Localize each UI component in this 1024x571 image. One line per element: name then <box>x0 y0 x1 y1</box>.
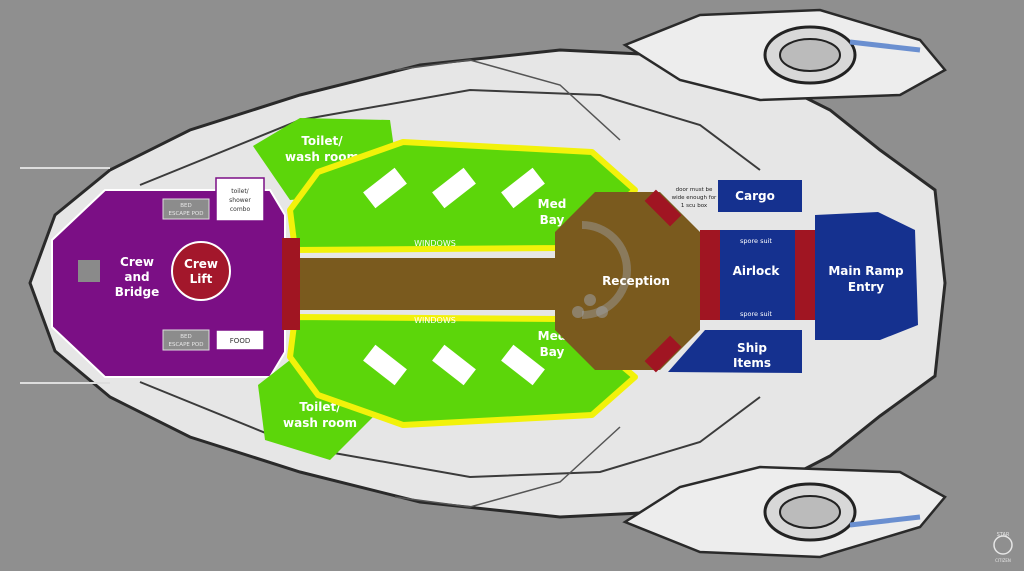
bed-top-label-2: ESCAPE POD <box>169 211 204 217</box>
toilet-top-label-1: Toilet/ <box>301 134 343 148</box>
medbay-bottom-label-2: Bay <box>540 345 565 359</box>
medbay-bottom: Med Bay WINDOWS <box>287 314 638 428</box>
toilet-shower-combo: toilet/ shower combo <box>215 177 265 222</box>
bed-escape-pod-bottom: BED ESCAPE POD <box>162 329 210 351</box>
airlock-room: spore suit Airlock spore suit <box>700 230 815 320</box>
logo-line-1: STAR <box>997 532 1010 538</box>
medbed-1 <box>363 167 407 209</box>
bridge-console <box>78 260 100 282</box>
ship-items-label-2: Items <box>733 356 771 370</box>
medbay-top-label-2: Bay <box>540 213 565 227</box>
cargo-label: Cargo <box>735 189 775 203</box>
medbed-4 <box>363 344 407 386</box>
food-station: FOOD <box>215 329 265 351</box>
door-note-2: wide enough for <box>672 195 717 201</box>
toilet-bottom-label-2: wash room <box>283 416 357 430</box>
ship-items-room: Ship Items <box>668 330 802 373</box>
medbed-6 <box>501 344 545 386</box>
food-label: FOOD <box>230 337 250 345</box>
medbed-3 <box>501 167 545 209</box>
medbed-2 <box>432 167 476 209</box>
main-ramp-label-1: Main Ramp <box>828 264 904 278</box>
door-note-1: door must be <box>676 187 713 193</box>
door-note: door must be wide enough for 1 scu box <box>672 187 717 209</box>
combo-label-1: toilet/ <box>231 188 249 195</box>
crew-bridge-label-2: and <box>124 270 149 284</box>
central-corridor <box>282 238 558 330</box>
reception-door-bottom <box>644 335 682 373</box>
bridge-door <box>282 238 300 330</box>
crew-lift-label-1: Crew <box>184 257 218 271</box>
logo-line-2: CITIZEN <box>995 558 1011 563</box>
door-note-3: 1 scu box <box>681 203 708 209</box>
medbay-top-label-1: Med <box>538 197 567 211</box>
combo-label-3: combo <box>230 206 251 213</box>
bed-escape-pod-top: BED ESCAPE POD <box>162 198 210 220</box>
bed-top-label-1: BED <box>180 203 191 209</box>
combo-label-2: shower <box>229 197 251 204</box>
airlock-door-inner <box>700 230 720 320</box>
crew-lift-label-2: Lift <box>190 272 213 286</box>
star-citizen-logo: STAR CITIZEN <box>993 532 1013 563</box>
ship-items-label-1: Ship <box>737 341 767 355</box>
cargo-room: Cargo <box>718 180 802 212</box>
main-ramp-entry: Main Ramp Entry <box>815 212 918 340</box>
reception-door-top <box>644 189 682 227</box>
window-top-label: WINDOWS <box>414 239 456 248</box>
toilet-bottom-label-1: Toilet/ <box>299 400 341 414</box>
main-ramp-label-2: Entry <box>848 280 884 294</box>
bed-bottom-label-2: ESCAPE POD <box>169 342 204 348</box>
medbay-top: Med Bay WINDOWS <box>287 139 638 253</box>
crew-lift: Crew Lift <box>171 241 231 301</box>
window-bottom-label: WINDOWS <box>414 316 456 325</box>
spore-suit-bottom: spore suit <box>740 310 772 318</box>
bed-bottom-label-1: BED <box>180 334 191 340</box>
reception-label: Reception <box>602 274 670 288</box>
reception-room: Reception <box>555 189 700 373</box>
medbed-5 <box>432 344 476 386</box>
spore-suit-top: spore suit <box>740 237 772 245</box>
crew-bridge-label-1: Crew <box>120 255 154 269</box>
crew-bridge-label-3: Bridge <box>115 285 160 299</box>
airlock-label: Airlock <box>733 264 781 278</box>
airlock-door-outer <box>795 230 815 320</box>
toilet-top-label-2: wash room <box>285 150 359 164</box>
